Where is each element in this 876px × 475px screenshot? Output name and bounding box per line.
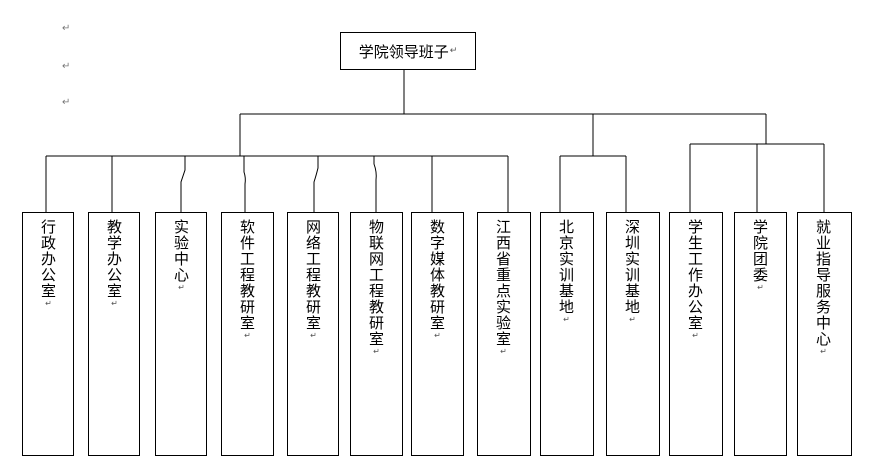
unit-label: 教学办公室 xyxy=(105,219,123,299)
paragraph-mark: ↵ xyxy=(628,315,637,325)
paragraph-mark: ↵ xyxy=(449,46,458,56)
paragraph-mark: ↵ xyxy=(177,283,186,293)
paragraph-mark: ↵ xyxy=(819,347,828,357)
unit-box: 学院团委↵ xyxy=(734,212,787,456)
unit-box: 物联网工程教研室↵ xyxy=(350,212,403,456)
root-node: 学院领导班子↵ xyxy=(340,32,476,70)
unit-label: 北京实训基地 xyxy=(557,219,575,315)
unit-box: 实验中心↵ xyxy=(155,212,207,456)
unit-label: 就业指导服务中心 xyxy=(814,219,832,347)
paragraph-mark: ↵ xyxy=(562,315,571,325)
paragraph-mark: ↵ xyxy=(243,331,252,341)
unit-box: 学生工作办公室↵ xyxy=(669,212,723,456)
unit-label: 网络工程教研室 xyxy=(304,219,322,331)
unit-box: 深圳实训基地↵ xyxy=(606,212,660,456)
unit-label: 实验中心 xyxy=(172,219,190,283)
paragraph-mark: ↵ xyxy=(62,61,71,72)
unit-label: 江西省重点实验室 xyxy=(494,219,512,347)
paragraph-mark: ↵ xyxy=(62,23,71,34)
unit-box: 数字媒体教研室↵ xyxy=(411,212,464,456)
unit-label: 深圳实训基地 xyxy=(623,219,641,315)
paragraph-mark: ↵ xyxy=(110,299,119,309)
unit-box: 江西省重点实验室↵ xyxy=(477,212,531,456)
unit-box: 行政办公室↵ xyxy=(22,212,74,456)
paragraph-mark: ↵ xyxy=(309,331,318,341)
unit-box: 软件工程教研室↵ xyxy=(221,212,274,456)
root-label: 学院领导班子 xyxy=(358,42,449,61)
unit-box: 就业指导服务中心↵ xyxy=(797,212,852,456)
unit-label: 学生工作办公室 xyxy=(686,219,704,331)
paragraph-mark: ↵ xyxy=(62,97,71,108)
paragraph-mark: ↵ xyxy=(44,299,53,309)
paragraph-mark: ↵ xyxy=(691,331,700,341)
unit-label: 物联网工程教研室 xyxy=(367,219,385,347)
unit-label: 数字媒体教研室 xyxy=(428,219,446,331)
unit-box: 北京实训基地↵ xyxy=(540,212,594,456)
paragraph-mark: ↵ xyxy=(499,347,508,357)
unit-label: 学院团委 xyxy=(751,219,769,283)
unit-label: 行政办公室 xyxy=(39,219,57,299)
paragraph-mark: ↵ xyxy=(433,331,442,341)
unit-box: 教学办公室↵ xyxy=(88,212,140,456)
unit-box: 网络工程教研室↵ xyxy=(287,212,339,456)
paragraph-mark: ↵ xyxy=(756,283,765,293)
paragraph-mark: ↵ xyxy=(372,347,381,357)
unit-label: 软件工程教研室 xyxy=(238,219,256,331)
